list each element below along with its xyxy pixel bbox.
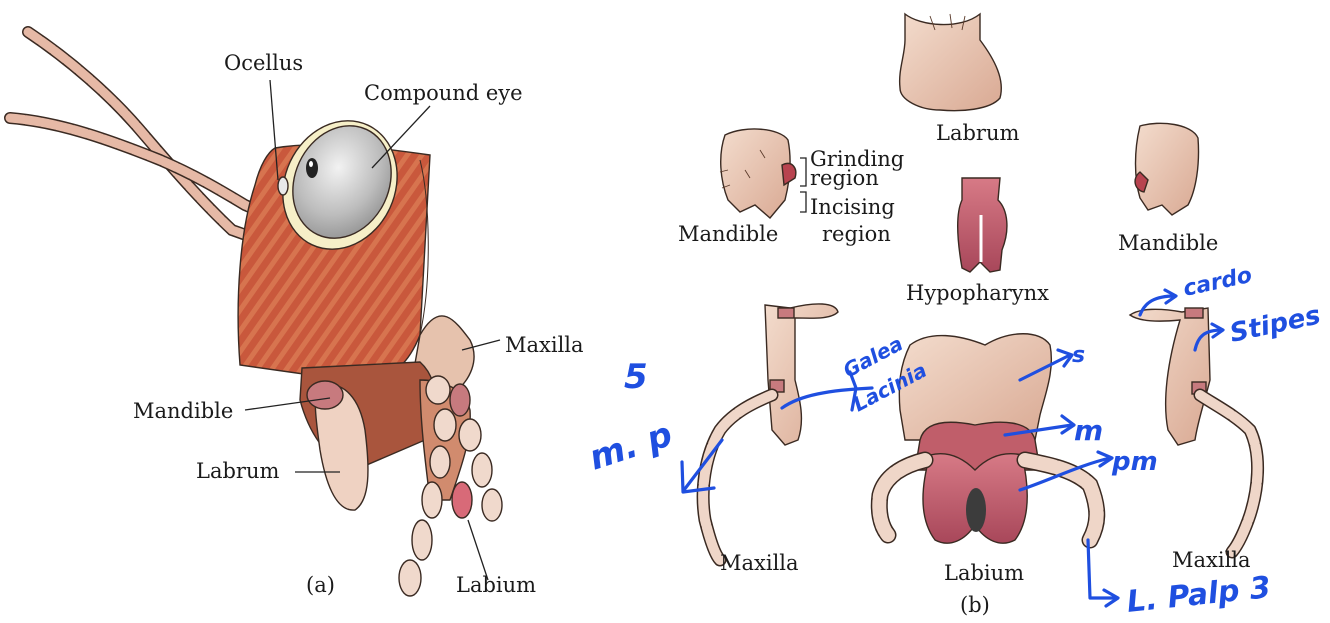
label-ocellus: Ocellus bbox=[224, 51, 303, 75]
label-maxilla-right: Maxilla bbox=[1172, 548, 1251, 572]
caption-a: (a) bbox=[306, 573, 335, 597]
caption-b: (b) bbox=[960, 593, 990, 617]
label-grinding-2: region bbox=[810, 166, 879, 190]
label-mandible-right: Mandible bbox=[1118, 231, 1218, 255]
label-maxilla-left: Maxilla bbox=[720, 551, 799, 575]
label-compound-eye: Compound eye bbox=[364, 81, 523, 105]
ink-lpalp: L. Palp 3 bbox=[1125, 570, 1272, 620]
label-mandible-left: Mandible bbox=[678, 222, 778, 246]
label-labium-a: Labium bbox=[456, 573, 536, 597]
maxilla-left bbox=[703, 304, 838, 560]
ink-mp-label: m. p bbox=[584, 414, 677, 478]
ink-cardo: cardo bbox=[1181, 263, 1254, 302]
labrum-b bbox=[900, 14, 1002, 111]
label-labium-b: Labium bbox=[944, 561, 1024, 585]
label-mandible-a: Mandible bbox=[133, 399, 233, 423]
label-incising-1: Incising bbox=[810, 195, 895, 219]
label-labrum-a: Labrum bbox=[196, 459, 279, 483]
ink-stipes: Stipes bbox=[1227, 300, 1323, 348]
mandible-right bbox=[1136, 123, 1199, 215]
ink-m: m bbox=[1074, 414, 1103, 447]
panel-a-head: Ocellus Compound eye Maxilla Mandible La… bbox=[10, 32, 584, 597]
label-incising-2: region bbox=[822, 222, 891, 246]
label-labrum-b: Labrum bbox=[936, 121, 1019, 145]
label-maxilla-a: Maxilla bbox=[505, 333, 584, 357]
panel-b-mouthparts: Labrum Grinding region Incising region M… bbox=[678, 14, 1258, 617]
ink-pm: pm bbox=[1111, 447, 1158, 477]
ocellus bbox=[278, 177, 288, 195]
mandible-left bbox=[721, 129, 790, 218]
ink-s: s bbox=[1072, 343, 1085, 368]
ink-mp-number: 5 bbox=[624, 357, 648, 397]
label-hypopharynx: Hypopharynx bbox=[906, 281, 1049, 305]
